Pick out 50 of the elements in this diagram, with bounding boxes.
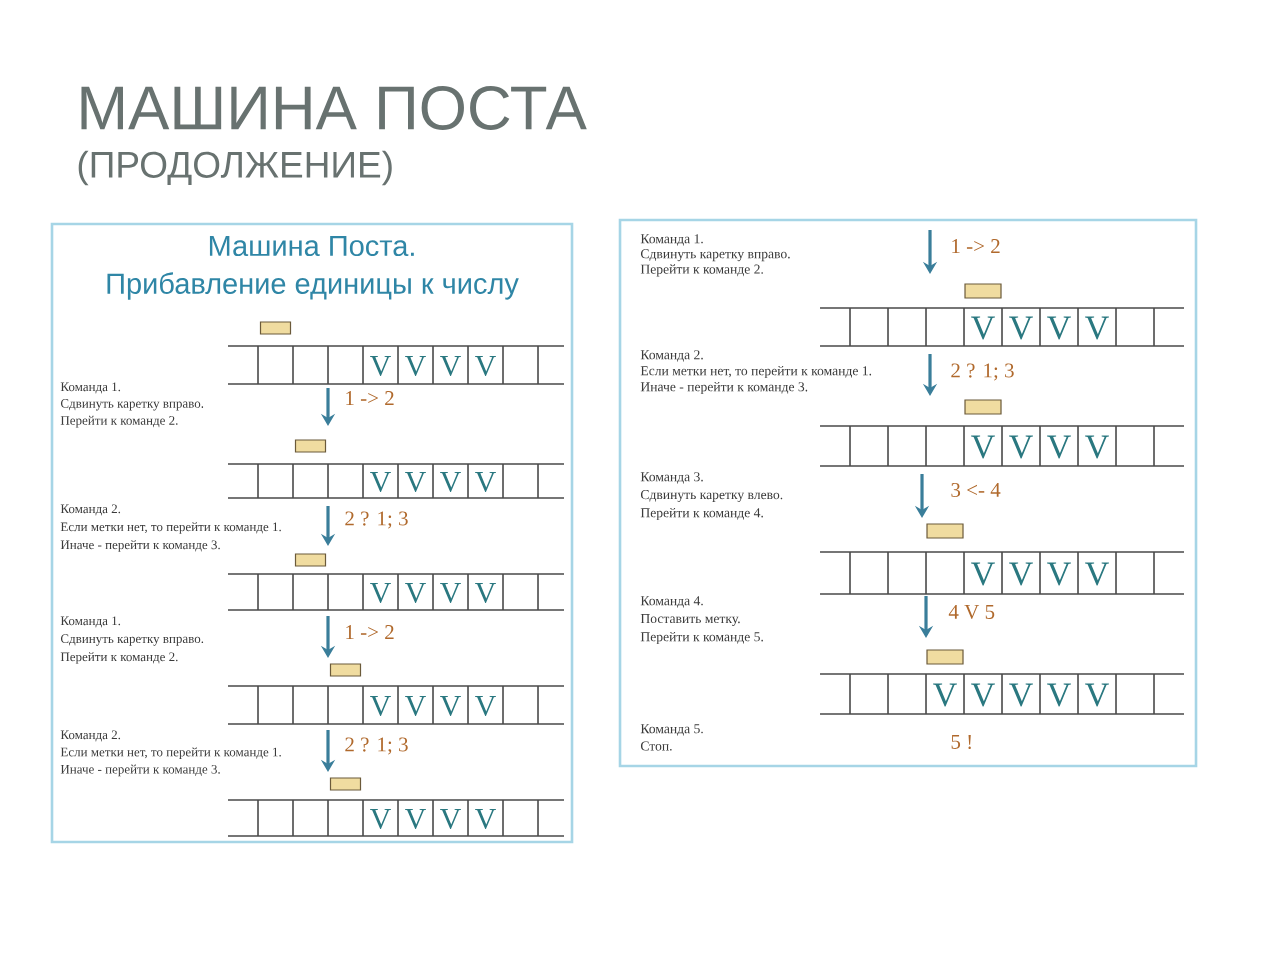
tape-mark: V [933, 683, 957, 707]
tape-mark: V [475, 808, 496, 830]
tape-mark: V [475, 582, 496, 604]
tape-mark: V [1047, 562, 1071, 586]
tape-mark: V [1085, 435, 1109, 459]
title: МАШИНА ПОСТА [81, 86, 587, 130]
command-code: 2 ? 1; 3 [951, 363, 1014, 381]
tape-mark: V [370, 355, 391, 377]
tape-mark: V [1085, 562, 1109, 586]
tape-mark: V [370, 808, 391, 830]
tape-mark: V [1009, 316, 1033, 340]
tape-mark: V [1047, 316, 1071, 340]
tape-mark: V [1085, 683, 1109, 707]
heading: Машина Поста. [209, 235, 414, 257]
tape-mark: V [440, 582, 461, 604]
tape-mark: V [370, 695, 391, 717]
command-code: 2 ? 1; 3 [345, 511, 408, 529]
command-code: 1 -> 2 [952, 239, 1000, 253]
tape-mark: V [370, 471, 391, 493]
tape-mark: V [1047, 435, 1071, 459]
tape-mark: V [475, 355, 496, 377]
tape-mark: V [440, 355, 461, 377]
tape-mark: V [1009, 435, 1033, 459]
tape-mark: V [405, 808, 426, 830]
command-code: 4 V 5 [948, 604, 995, 620]
command-code: 1 -> 2 [346, 391, 394, 405]
tape-mark: V [1085, 316, 1109, 340]
tape-mark: V [971, 683, 995, 707]
subtitle: (ПРОДОЛЖЕНИЕ) [78, 150, 392, 186]
tape-mark: V [971, 435, 995, 459]
tape-mark: V [475, 695, 496, 717]
tape-mark: V [405, 355, 426, 377]
tape-mark: V [1047, 683, 1071, 707]
tape-mark: V [971, 562, 995, 586]
tape-mark: V [1009, 683, 1033, 707]
tape-mark: V [440, 695, 461, 717]
command-code: 1 -> 2 [346, 625, 394, 639]
tape-mark: V [370, 582, 391, 604]
heading: Прибавление единицы к числу [107, 272, 519, 300]
tape-mark: V [405, 471, 426, 493]
tape-mark: V [405, 695, 426, 717]
tape-mark: V [440, 471, 461, 493]
tape-mark: V [440, 808, 461, 830]
command-code: 2 ? 1; 3 [345, 737, 408, 755]
command-code: 3 <- 4 [951, 482, 1001, 498]
tape-mark: V [971, 316, 995, 340]
tape-mark: V [1009, 562, 1033, 586]
tape-mark: V [475, 471, 496, 493]
tape-mark: V [405, 582, 426, 604]
command-code: 5 ! [951, 735, 971, 749]
